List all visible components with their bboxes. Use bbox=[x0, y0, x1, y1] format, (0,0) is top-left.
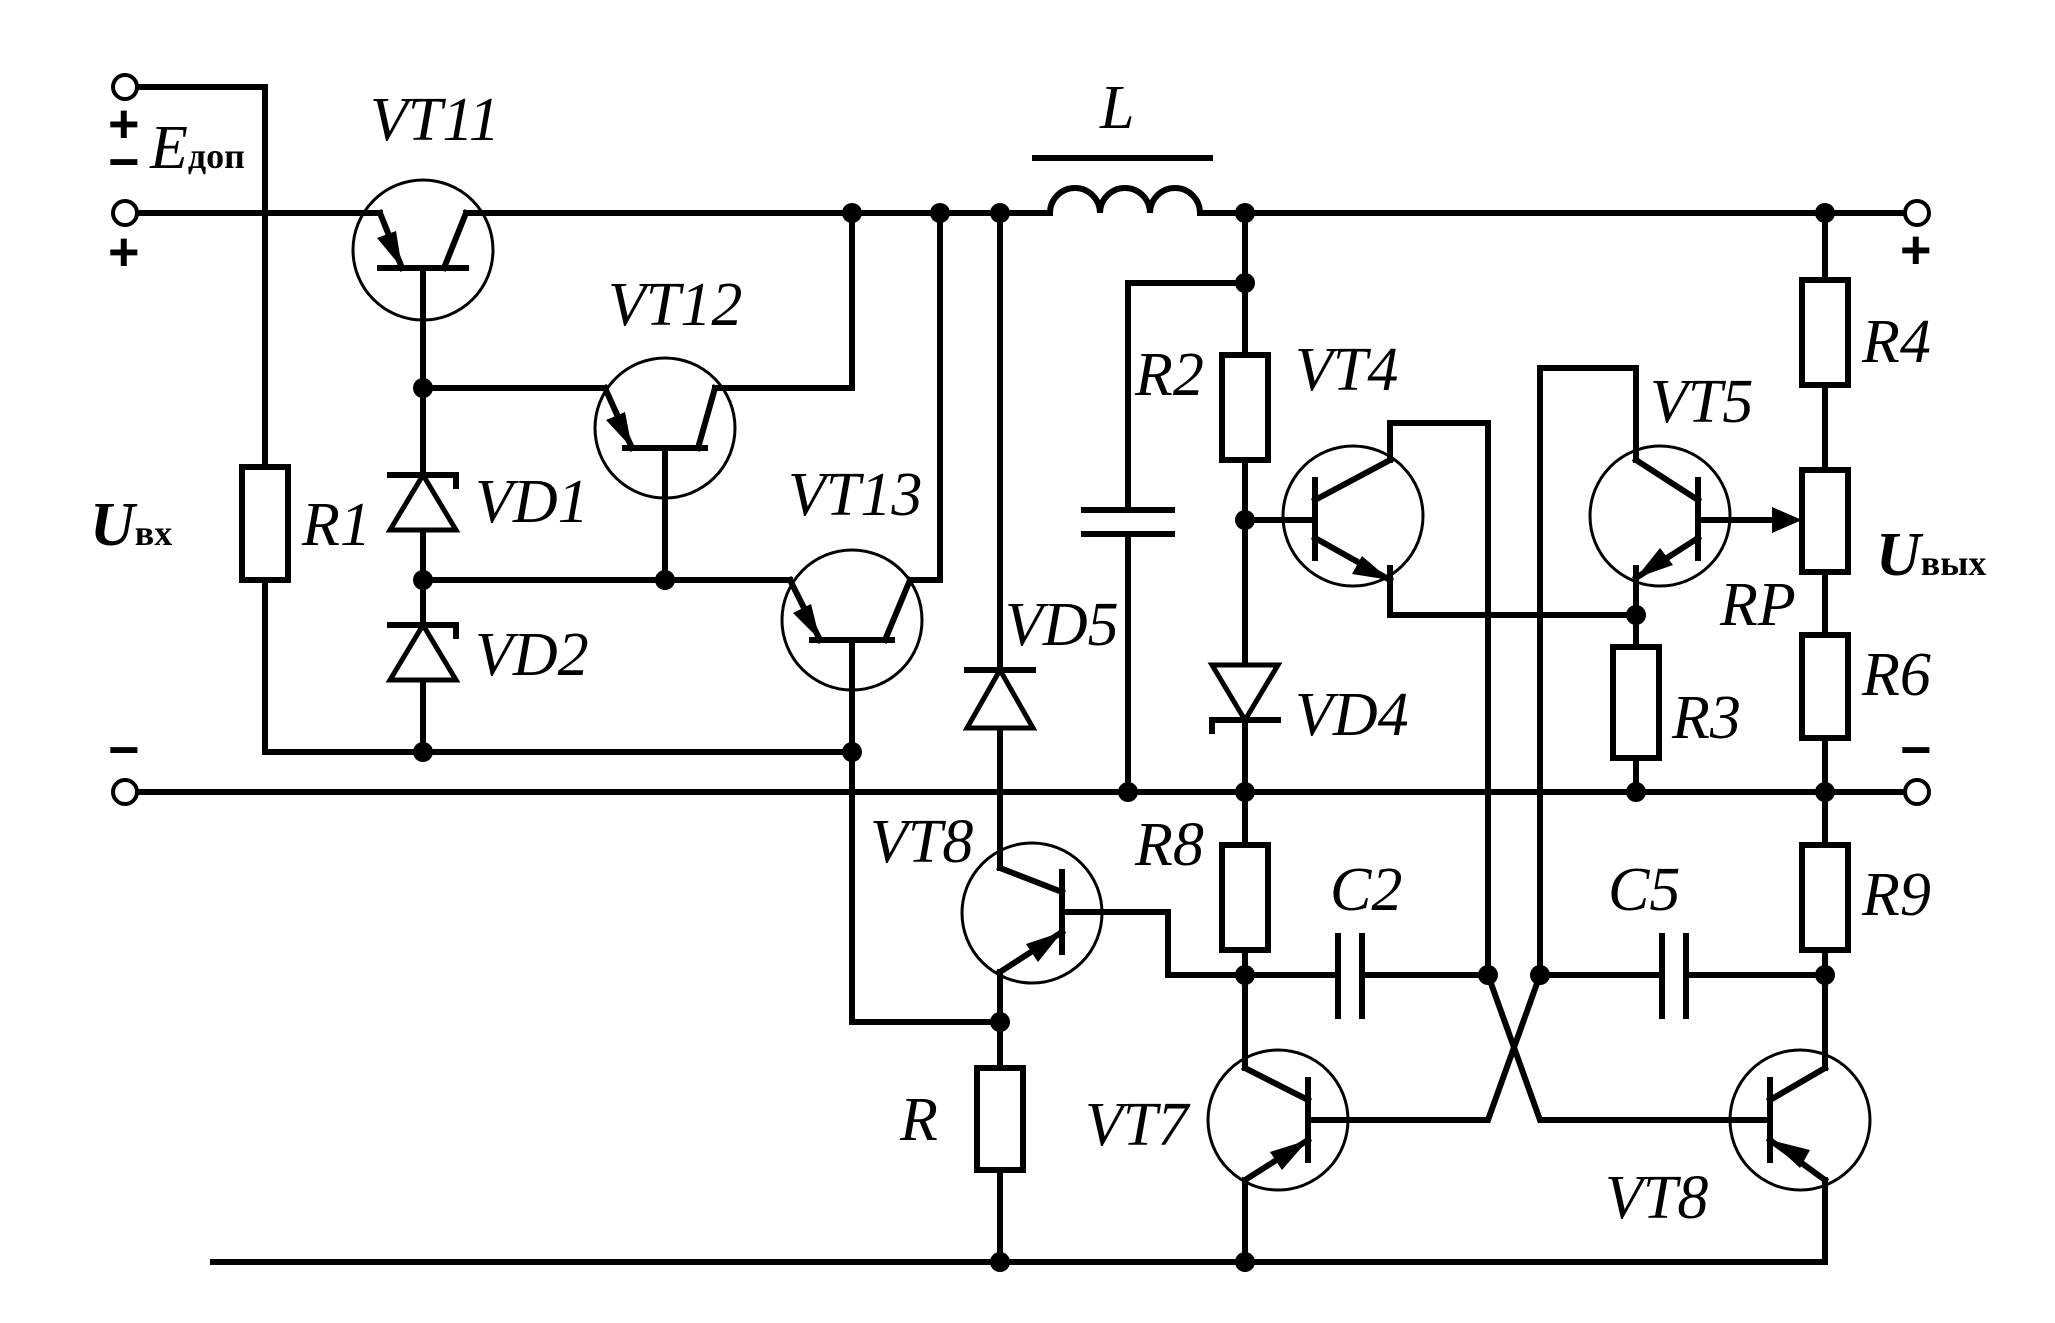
label-vt7: VT7 bbox=[1085, 1091, 1191, 1159]
label-r: R bbox=[899, 1086, 938, 1154]
bottom-rail bbox=[210, 1177, 1828, 1265]
label-r6: R6 bbox=[1861, 641, 1931, 709]
label-u-out-main: U bbox=[1876, 521, 1924, 589]
label-vt8-lower: VT8 bbox=[1605, 1164, 1708, 1232]
label-c2: C2 bbox=[1330, 856, 1402, 924]
label-u-in-main: U bbox=[90, 491, 138, 559]
sign-e-add-plus: + bbox=[108, 94, 140, 154]
label-vt12: VT12 bbox=[608, 271, 742, 339]
wires bbox=[134, 84, 1908, 1265]
vt4-collector-wire bbox=[1387, 420, 1491, 978]
transistor-vt7 bbox=[1206, 1048, 1350, 1192]
r1-to-minus-wire bbox=[262, 577, 855, 755]
vt13-emitter-wire bbox=[849, 637, 1003, 1025]
transistor-vt11 bbox=[351, 178, 495, 322]
vt13-collector-wire bbox=[907, 210, 943, 583]
label-u-in-sub: вх bbox=[135, 513, 172, 553]
label-vt13: VT13 bbox=[788, 461, 922, 529]
cross-wire-b bbox=[1305, 971, 1544, 1123]
zener-vd2 bbox=[385, 620, 461, 683]
label-r4: R4 bbox=[1861, 308, 1931, 376]
label-vt8-upper: VT8 bbox=[870, 808, 973, 876]
terminal-input-negative bbox=[111, 778, 139, 806]
capacitor-c2 bbox=[1335, 933, 1365, 1019]
cross-wire-a bbox=[1484, 971, 1773, 1123]
terminal-e-add-top bbox=[111, 73, 139, 101]
label-r8: R8 bbox=[1134, 811, 1204, 879]
label-r1: R1 bbox=[301, 491, 371, 559]
label-u-in: Uвх bbox=[90, 491, 172, 559]
sign-output-minus: − bbox=[1900, 720, 1932, 780]
vt8u-base-wire bbox=[1059, 909, 1248, 978]
label-vd2: VD2 bbox=[475, 621, 589, 689]
label-vt4: VT4 bbox=[1295, 336, 1398, 404]
label-r3: R3 bbox=[1671, 684, 1741, 752]
label-u-out: Uвых bbox=[1876, 521, 1986, 589]
rp-wiper-arrow bbox=[1742, 507, 1802, 533]
label-vt11: VT11 bbox=[370, 86, 500, 154]
transistor-vt4 bbox=[1281, 444, 1425, 588]
transistor-vt5 bbox=[1588, 444, 1732, 588]
label-vd5: VD5 bbox=[1005, 591, 1119, 659]
vt5-collector-wire bbox=[1537, 365, 1639, 978]
e-add-wire bbox=[134, 84, 268, 470]
resistor-r3 bbox=[1610, 644, 1662, 761]
label-vd4: VD4 bbox=[1295, 681, 1409, 749]
label-r9: R9 bbox=[1861, 861, 1931, 929]
label-e-add-sub: доп bbox=[188, 136, 245, 176]
label-r2: R2 bbox=[1134, 341, 1204, 409]
sign-e-add-minus: − bbox=[108, 132, 140, 192]
capacitor-c5 bbox=[1659, 933, 1689, 1019]
label-rp: RP bbox=[1719, 571, 1796, 639]
resistor-r4 bbox=[1799, 277, 1851, 388]
zener-vd4 bbox=[1207, 662, 1283, 734]
resistor-r9 bbox=[1799, 842, 1851, 953]
transistor-vt8-upper bbox=[960, 841, 1104, 985]
capacitor-c bbox=[1081, 507, 1175, 537]
label-e-add-main: E bbox=[149, 114, 188, 182]
resistor-r2 bbox=[1219, 352, 1271, 463]
diode-vd5 bbox=[962, 664, 1038, 731]
transistor-vt12 bbox=[593, 356, 737, 500]
zener-vd1 bbox=[385, 470, 461, 533]
label-l: L bbox=[1099, 74, 1134, 142]
resistor-rp bbox=[1799, 467, 1851, 575]
label-vt5: VT5 bbox=[1650, 368, 1753, 436]
resistor-r8 bbox=[1219, 842, 1271, 953]
terminal-output-negative bbox=[1903, 778, 1931, 806]
label-vd1: VD1 bbox=[475, 468, 589, 536]
label-u-out-sub: вых bbox=[1921, 543, 1987, 583]
sign-output-plus: + bbox=[1900, 220, 1932, 280]
transistor-vt13 bbox=[780, 548, 924, 692]
vt4-emitter-wire bbox=[1387, 565, 1639, 618]
transistor-vt8-lower bbox=[1728, 1048, 1872, 1192]
terminal-input-positive bbox=[111, 199, 139, 227]
inductor-l bbox=[1032, 155, 1213, 217]
sign-input-minus: − bbox=[108, 720, 140, 780]
cap-c-wire bbox=[1125, 280, 1248, 795]
label-e-add: Eдоп bbox=[149, 114, 245, 182]
sign-input-plus: + bbox=[108, 222, 140, 282]
label-c5: C5 bbox=[1608, 856, 1680, 924]
vt12-collector-wire bbox=[712, 210, 855, 391]
resistor-r6 bbox=[1799, 632, 1851, 741]
resistor-r bbox=[974, 1065, 1026, 1173]
terminal-output-positive bbox=[1903, 199, 1931, 227]
resistor-r1 bbox=[239, 464, 291, 583]
junction-dots bbox=[413, 203, 1835, 1272]
